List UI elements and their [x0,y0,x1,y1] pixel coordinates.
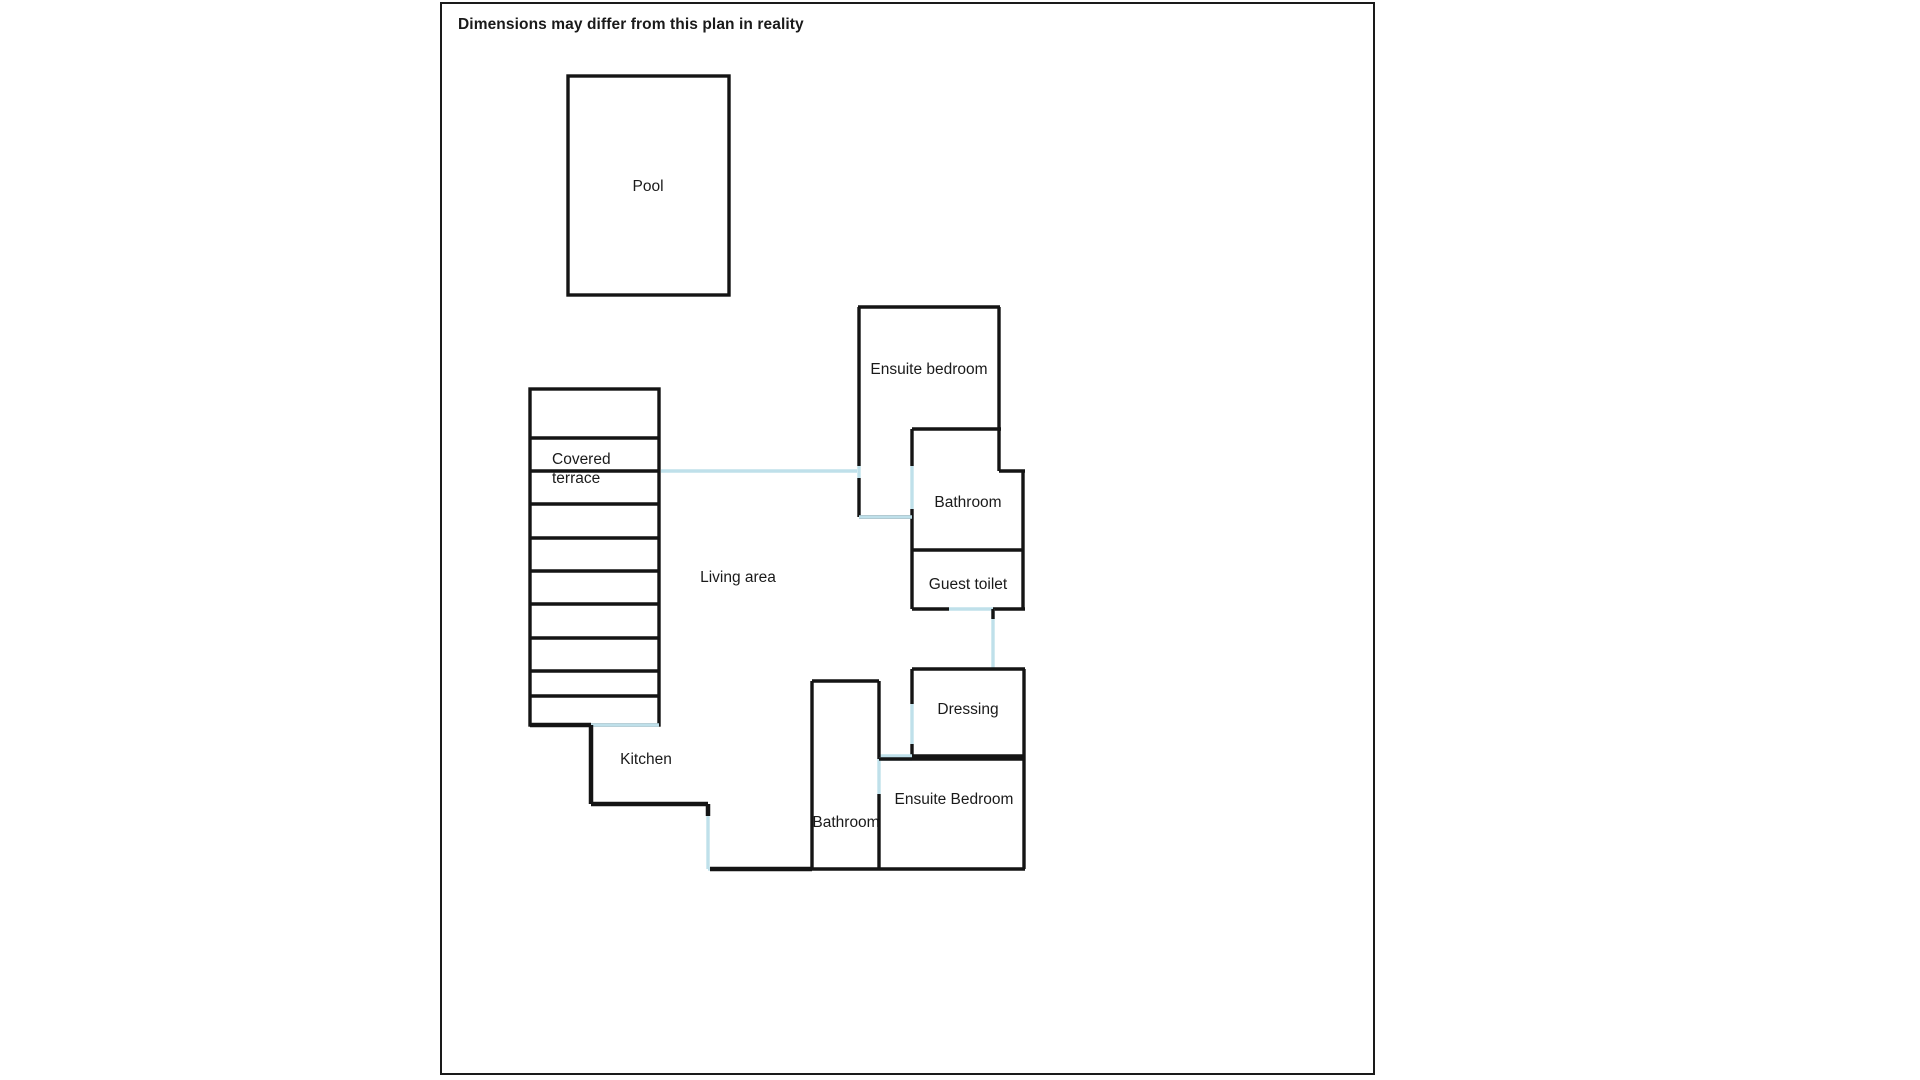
plan-disclaimer-caption: Dimensions may differ from this plan in … [458,16,804,33]
guest-toilet-label: Guest toilet [929,576,1008,593]
covered-terrace-label-line1: Covered [552,451,611,468]
pool-label: Pool [632,178,663,195]
ensuite-bedroom-top-room: Ensuite bedroom [857,305,1001,519]
guest-toilet-room: Guest toilet [910,550,1025,611]
bathroom-bottom-room: Bathroom [710,679,881,872]
dressing-room: Dressing [910,667,1026,758]
bathroom-top-label: Bathroom [934,494,1001,511]
ensuite-bedroom-bottom-label: Ensuite Bedroom [895,791,1014,808]
covered-terrace-label-line2: terrace [552,470,600,487]
kitchen-label: Kitchen [620,751,672,768]
ensuite-bedroom-bottom-room: Ensuite Bedroom [879,756,1026,871]
floor-plan-drawing: Pool Covered terrace Living area [528,74,1026,872]
bathroom-top-room: Bathroom [910,429,1025,552]
covered-terrace-room: Covered terrace [528,387,661,727]
ensuite-bedroom-top-label: Ensuite bedroom [870,361,987,378]
dressing-label: Dressing [937,701,998,718]
bathroom-bottom-label: Bathroom [812,814,879,831]
living-area-room: Living area [700,569,776,586]
living-area-label: Living area [700,569,776,586]
floor-plan-frame: Dimensions may differ from this plan in … [440,2,1375,1075]
kitchen-room: Kitchen [530,722,711,816]
pool-room: Pool [566,74,731,297]
pool-outline [566,74,731,297]
